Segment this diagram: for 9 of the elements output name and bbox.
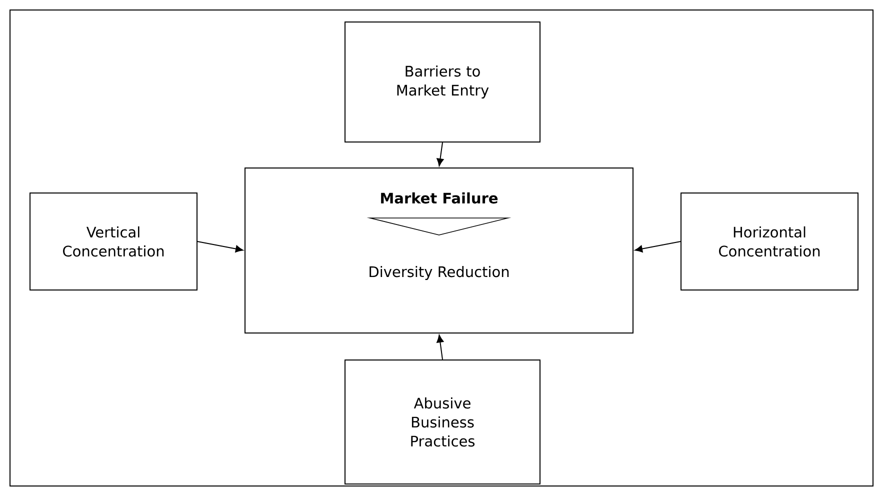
- process-box: Barriers to Market Entry: [344, 22, 540, 142]
- process-box: Horizontal Concentration: [680, 192, 858, 290]
- arrow: [634, 241, 681, 252]
- process-box: Abusive Business Practices: [344, 360, 540, 484]
- process-box: Vertical Concentration: [30, 192, 198, 290]
- arrow: [436, 334, 444, 360]
- process-box: Market Failure Diversity Reduction: [244, 168, 634, 334]
- arrow: [436, 142, 444, 166]
- arrow: [197, 241, 244, 252]
